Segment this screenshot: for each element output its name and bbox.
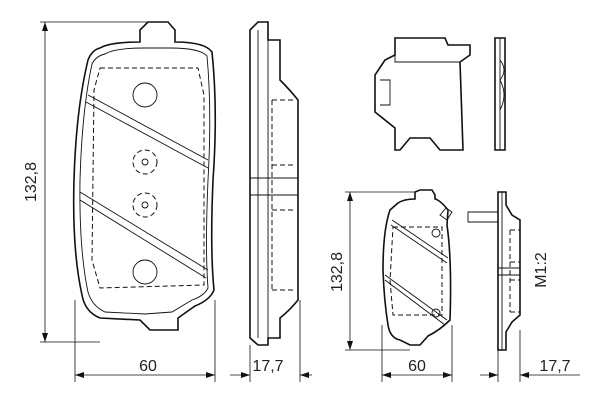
large-pad-thickness-label: 17,7 bbox=[252, 358, 283, 375]
small-pad-height-label: 132,8 bbox=[329, 252, 346, 292]
large-pad-dimensions: 132,8 60 bbox=[23, 21, 216, 382]
small-pad-side-view: 17,7 M1:2 bbox=[467, 191, 580, 382]
large-pad-width-label: 60 bbox=[139, 358, 157, 375]
large-pad-side-view: 17,7 bbox=[230, 21, 312, 382]
large-pad-height-label: 132,8 bbox=[23, 162, 40, 202]
clip-front-view bbox=[374, 37, 471, 151]
small-pad-thickness-label: 17,7 bbox=[539, 358, 570, 375]
large-pad-front-view bbox=[72, 21, 217, 331]
small-pad-width-label: 60 bbox=[408, 358, 426, 375]
small-pad-dimensions: 132,8 60 bbox=[329, 191, 453, 382]
small-pad-front-view bbox=[382, 189, 453, 346]
clip-side-view bbox=[494, 37, 506, 151]
scale-label: M1:2 bbox=[533, 252, 550, 288]
